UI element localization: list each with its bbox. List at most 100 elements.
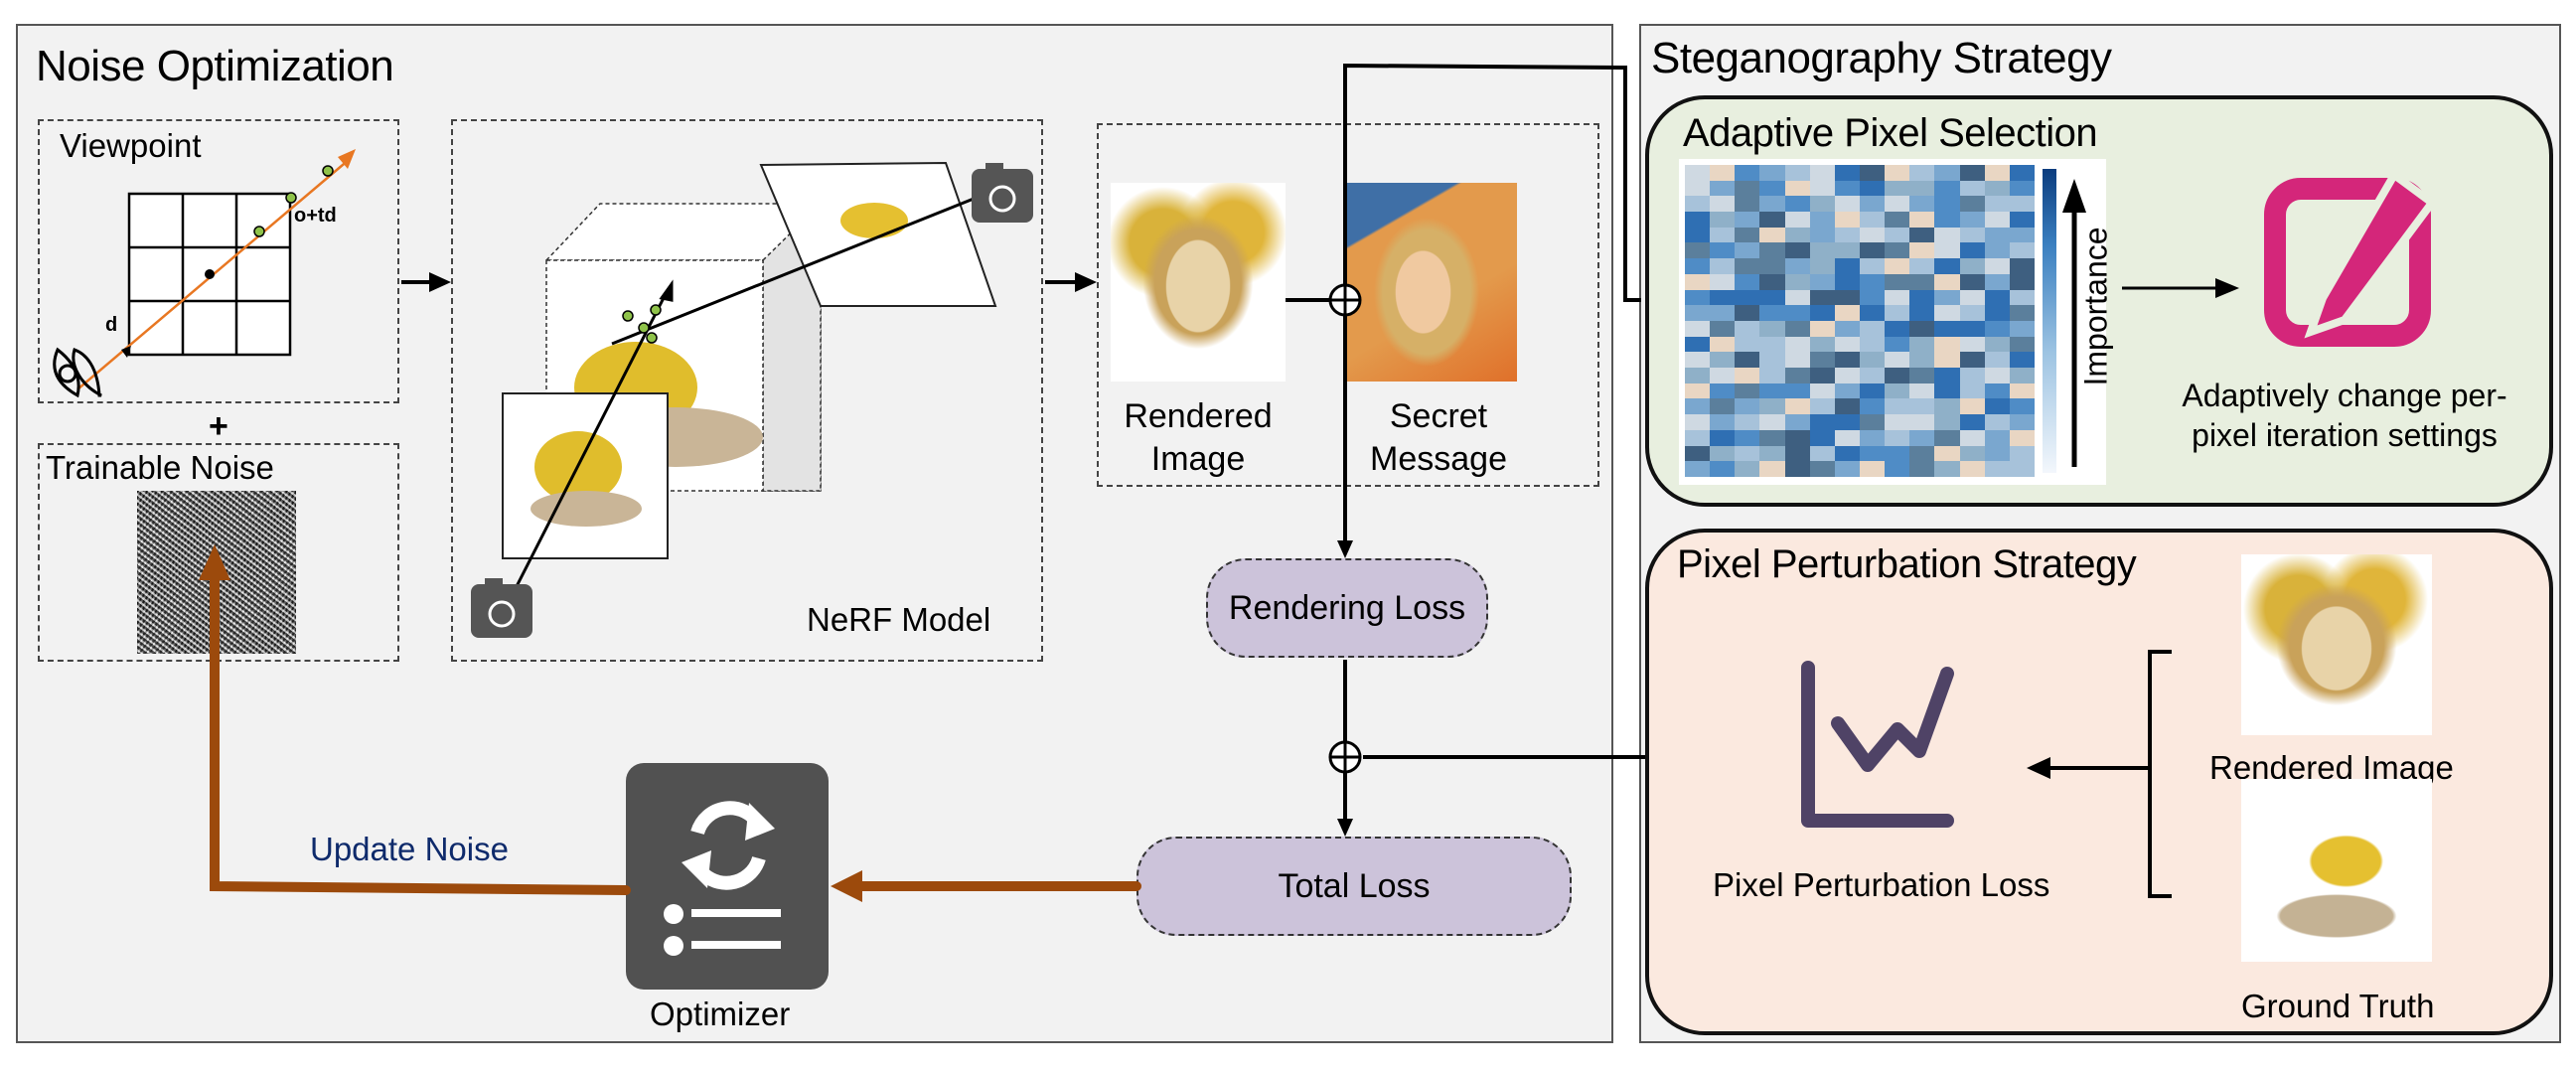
importance-tile — [1685, 165, 1711, 181]
importance-tile — [1784, 320, 1810, 337]
importance-tile — [1834, 445, 1860, 462]
importance-tile — [1934, 180, 1960, 197]
importance-mosaic — [1685, 165, 2035, 477]
importance-tile — [1909, 180, 1935, 197]
importance-tile — [1885, 242, 1910, 259]
importance-tile — [1809, 398, 1835, 415]
importance-tile — [1984, 414, 2010, 430]
importance-tile — [1959, 336, 1985, 353]
importance-tile — [1710, 227, 1736, 243]
importance-tile — [1834, 398, 1860, 415]
importance-tile — [1984, 165, 2010, 181]
importance-tile — [1909, 165, 1935, 181]
importance-tile — [2009, 320, 2035, 337]
importance-tile — [1984, 305, 2010, 321]
importance-tile — [1859, 414, 1886, 430]
importance-tile — [1859, 305, 1886, 321]
importance-tile — [1859, 273, 1886, 290]
rendering-loss-box: Rendering Loss — [1206, 558, 1488, 658]
importance-tile — [1859, 227, 1886, 243]
importance-tile — [1934, 289, 1960, 306]
adaptive-pixel-selection-title: Adaptive Pixel Selection — [1683, 111, 2098, 155]
importance-tile — [2009, 398, 2035, 415]
importance-tile — [1859, 258, 1886, 274]
importance-tile — [1885, 258, 1910, 274]
importance-tile — [1710, 352, 1736, 369]
importance-tile — [1984, 258, 2010, 274]
importance-tile — [1759, 305, 1785, 321]
importance-tile — [1735, 445, 1760, 462]
importance-tile — [1759, 414, 1785, 430]
noise-image — [137, 491, 296, 654]
importance-tile — [1809, 445, 1835, 462]
importance-tile — [1784, 258, 1810, 274]
importance-tile — [1834, 165, 1860, 181]
importance-tile — [1834, 336, 1860, 353]
importance-tile — [1909, 196, 1935, 213]
importance-tile — [2009, 336, 2035, 353]
pixel-perturbation-strategy-title: Pixel Perturbation Strategy — [1677, 542, 2137, 586]
importance-tile — [1959, 398, 1985, 415]
importance-tile — [1809, 289, 1835, 306]
importance-tile — [1735, 336, 1760, 353]
importance-tile — [1885, 445, 1910, 462]
importance-tile — [1809, 320, 1835, 337]
plus-sign: + — [209, 407, 228, 445]
importance-tile — [1735, 289, 1760, 306]
importance-tile — [1909, 227, 1935, 243]
importance-tile — [1809, 429, 1835, 446]
importance-tile — [1885, 305, 1910, 321]
importance-tile — [1735, 352, 1760, 369]
importance-tile — [1735, 196, 1760, 213]
importance-tile — [1710, 258, 1736, 274]
importance-tile — [1735, 165, 1760, 181]
importance-tile — [1959, 414, 1985, 430]
secret-message-label: Secret Message — [1370, 397, 1507, 478]
total-loss-box: Total Loss — [1136, 837, 1572, 936]
trainable-noise-title: Trainable Noise — [46, 449, 274, 486]
direction-label: d — [105, 314, 118, 336]
importance-tile — [1710, 212, 1736, 228]
importance-tile — [1885, 336, 1910, 353]
importance-tile — [1859, 336, 1886, 353]
importance-tile — [1685, 368, 1711, 383]
importance-tile — [1959, 212, 1985, 228]
importance-tile — [1934, 352, 1960, 369]
importance-tile — [1834, 258, 1860, 274]
adaptive-description: Adaptively change per- pixel iteration s… — [2182, 378, 2507, 453]
pp-rendered-image — [2241, 554, 2432, 735]
importance-tile — [1909, 258, 1935, 274]
importance-tile — [1784, 227, 1810, 243]
importance-tile — [2009, 352, 2035, 369]
importance-tile — [1859, 289, 1886, 306]
importance-tile — [1784, 242, 1810, 259]
importance-tile — [1934, 336, 1960, 353]
importance-tile — [1909, 212, 1935, 228]
importance-tile — [1784, 196, 1810, 213]
importance-tile — [1809, 368, 1835, 383]
importance-tile — [1759, 289, 1785, 306]
importance-tile — [1909, 368, 1935, 383]
importance-tile — [1934, 258, 1960, 274]
importance-tile — [1859, 398, 1886, 415]
importance-tile — [1934, 273, 1960, 290]
importance-tile — [1859, 242, 1886, 259]
importance-tile — [1959, 352, 1985, 369]
importance-tile — [1784, 336, 1810, 353]
importance-tile — [1759, 383, 1785, 399]
importance-tile — [1759, 352, 1785, 369]
importance-tile — [1784, 289, 1810, 306]
importance-tile — [1759, 336, 1785, 353]
importance-tile — [1784, 352, 1810, 369]
importance-tile — [1834, 196, 1860, 213]
importance-tile — [2009, 273, 2035, 290]
importance-tile — [1934, 242, 1960, 259]
importance-tile — [1685, 305, 1711, 321]
importance-tile — [1685, 336, 1711, 353]
importance-tile — [1685, 196, 1711, 213]
importance-tile — [1710, 320, 1736, 337]
importance-tile — [1784, 305, 1810, 321]
importance-tile — [2009, 429, 2035, 446]
importance-tile — [1984, 273, 2010, 290]
importance-tile — [2009, 258, 2035, 274]
